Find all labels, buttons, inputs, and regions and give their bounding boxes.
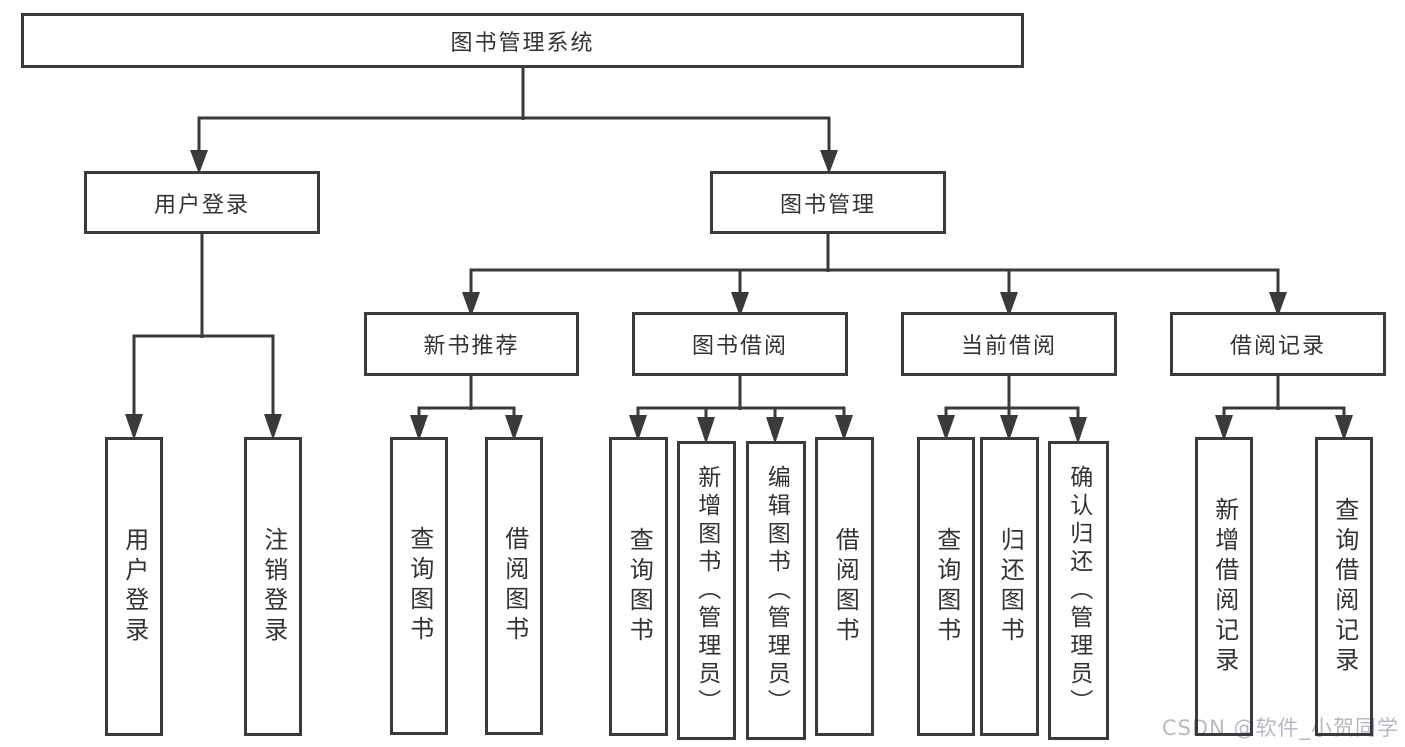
- arrowheads: [125, 150, 1353, 444]
- node-book-borrow: 图书借阅: [632, 312, 848, 376]
- node-book-borrow-label: 图书借阅: [691, 334, 788, 359]
- leaf-user-login: 用户登录: [105, 437, 163, 736]
- node-book-management: 图书管理: [710, 171, 946, 234]
- leaf-records-add-record-label: 新增借阅记录: [1210, 496, 1239, 677]
- leaf-newbooks-query-books-label: 查询图书: [405, 526, 434, 646]
- leaf-records-query-record: 查询借阅记录: [1315, 437, 1373, 736]
- leaf-current-confirm-return-admin: 确认归还（管理员）: [1048, 441, 1109, 740]
- leaf-current-return-books-label: 归还图书: [996, 526, 1025, 647]
- leaf-newbooks-borrow-books-label: 借阅图书: [500, 526, 529, 646]
- leaf-borrow-edit-books-admin: 编辑图书（管理员）: [746, 441, 806, 740]
- leaf-logout: 注销登录: [244, 437, 302, 736]
- node-borrow-records: 借阅记录: [1170, 312, 1386, 376]
- leaf-records-query-record-label: 查询借阅记录: [1330, 496, 1359, 677]
- node-borrow-records-label: 借阅记录: [1229, 334, 1326, 359]
- node-root-system: 图书管理系统: [21, 13, 1024, 68]
- leaf-current-confirm-return-admin-label: 确认归还（管理员）: [1065, 464, 1092, 717]
- leaf-current-query-books: 查询图书: [917, 437, 975, 736]
- leaf-borrow-query-books-label: 查询图书: [625, 526, 654, 647]
- leaf-borrow-add-books-admin-label: 新增图书（管理员）: [693, 464, 720, 717]
- leaf-borrow-edit-books-admin-label: 编辑图书（管理员）: [763, 464, 790, 717]
- leaf-records-add-record: 新增借阅记录: [1195, 437, 1253, 736]
- node-current-borrow-label: 当前借阅: [960, 334, 1057, 359]
- node-new-book-recommend: 新书推荐: [364, 312, 579, 376]
- node-user-login: 用户登录: [84, 171, 320, 234]
- leaf-current-return-books: 归还图书: [980, 437, 1039, 736]
- leaf-newbooks-borrow-books: 借阅图书: [485, 437, 543, 735]
- leaf-current-query-books-label: 查询图书: [932, 526, 961, 647]
- leaf-user-login-label: 用户登录: [120, 526, 149, 647]
- node-user-login-label: 用户登录: [153, 192, 250, 218]
- tree-edges: [132, 67, 1346, 420]
- node-current-borrow: 当前借阅: [901, 312, 1117, 376]
- node-new-book-recommend-label: 新书推荐: [423, 334, 520, 359]
- leaf-newbooks-query-books: 查询图书: [390, 437, 448, 735]
- node-root-system-label: 图书管理系统: [450, 30, 595, 56]
- leaf-borrow-add-books-admin: 新增图书（管理员）: [677, 441, 736, 740]
- leaf-borrow-borrow-books-label: 借阅图书: [831, 526, 860, 647]
- watermark: CSDN @软件_小贺同学: [1161, 716, 1399, 740]
- node-book-management-label: 图书管理: [779, 192, 876, 218]
- leaf-borrow-query-books: 查询图书: [609, 437, 668, 736]
- leaf-logout-label: 注销登录: [259, 526, 288, 647]
- leaf-borrow-borrow-books: 借阅图书: [815, 437, 874, 736]
